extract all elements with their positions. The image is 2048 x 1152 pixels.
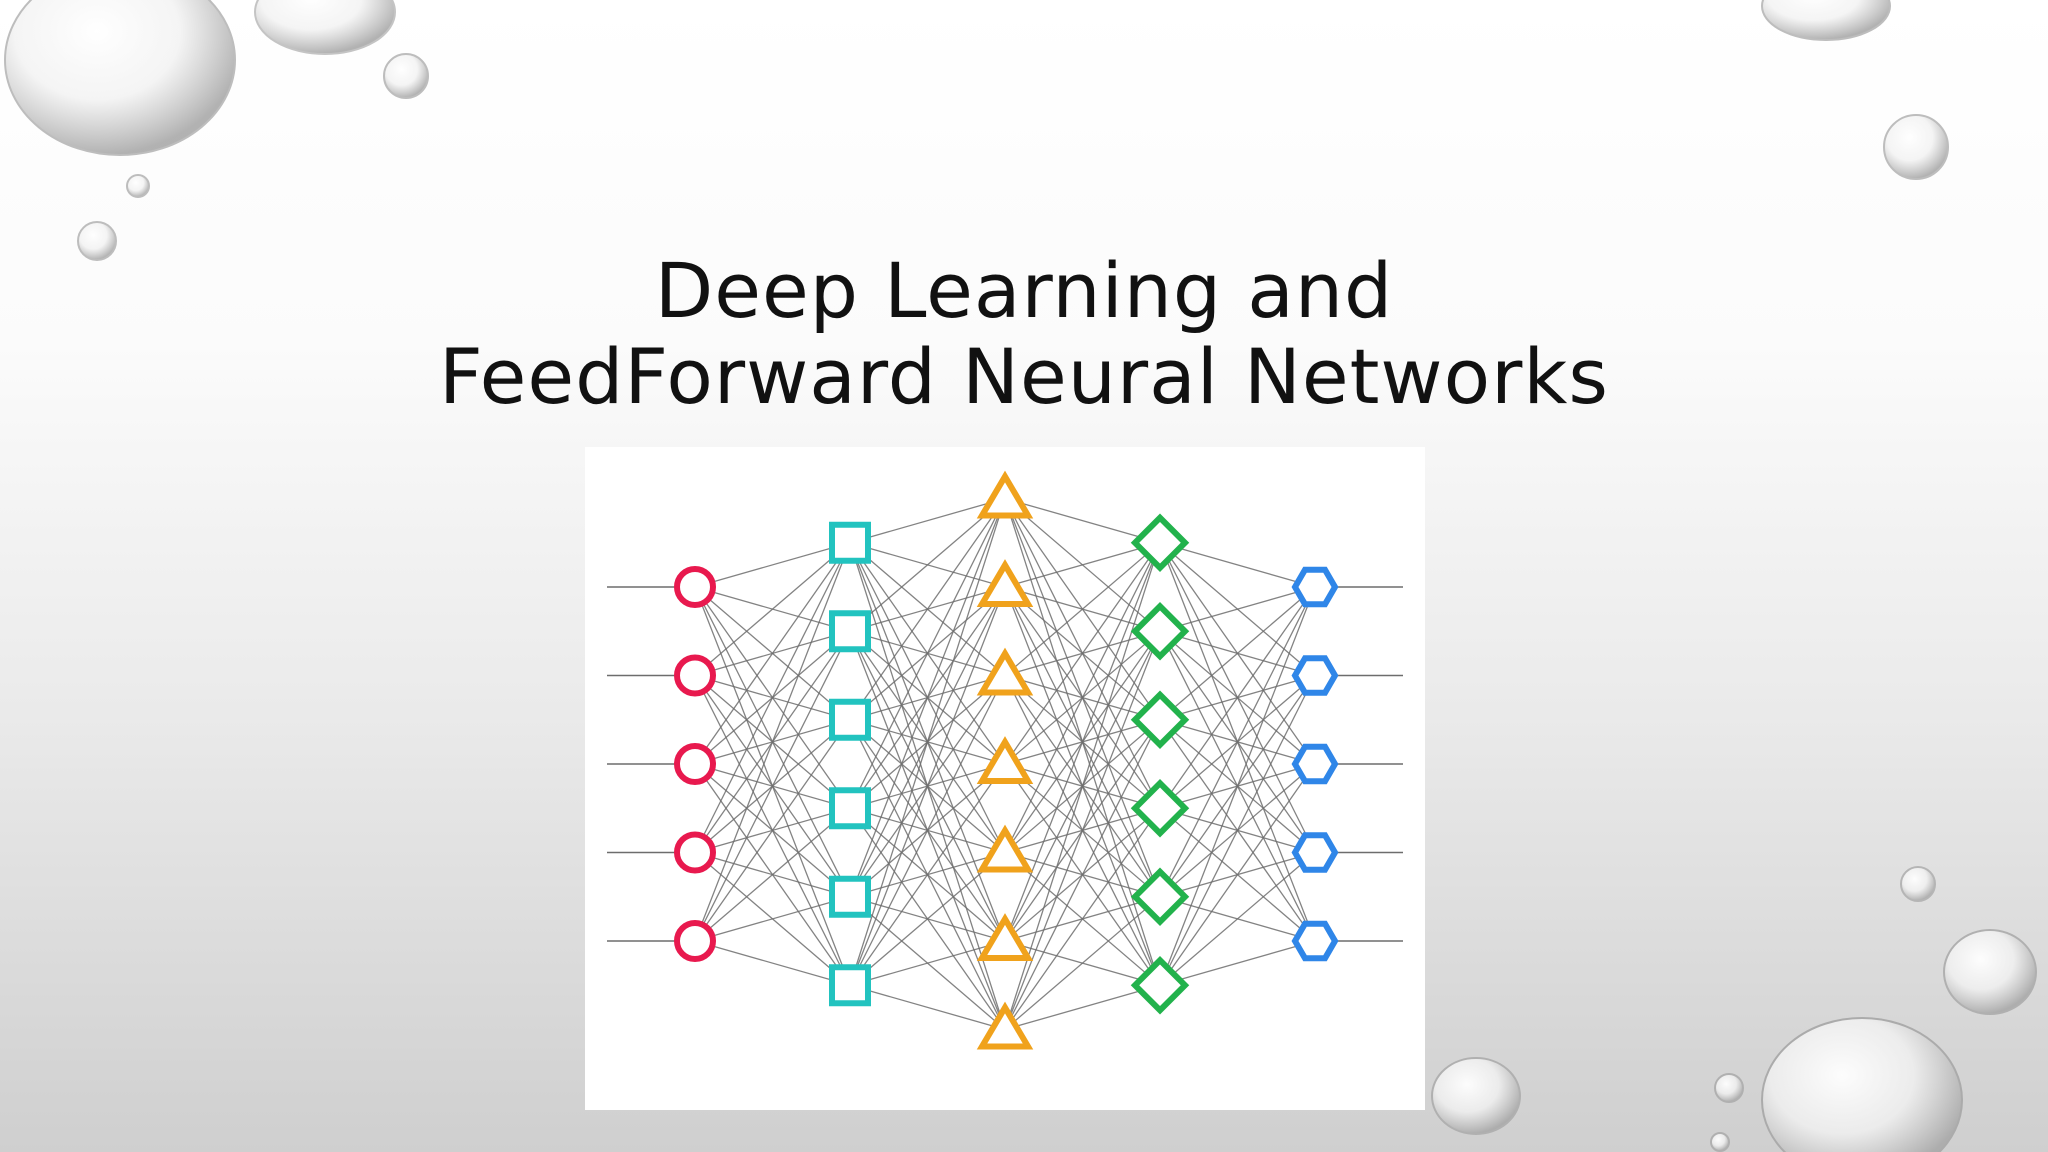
output-node-hexagon [1291,655,1339,696]
droplet [1431,1057,1521,1135]
connection-line [694,542,851,588]
connection-line [1004,807,1161,1030]
droplet [1883,114,1949,180]
connection-line [1004,542,1161,676]
hidden-3-node-diamond [1130,690,1190,749]
input-node-circle [674,654,716,697]
connection-line [694,807,851,942]
connection-line [849,498,1006,721]
hidden-2-node-triangle [976,913,1034,961]
connection-line [1159,852,1316,986]
neural-network-svg [607,470,1403,1050]
connection-line [694,542,851,765]
input-node-circle [674,920,716,962]
droplet [4,0,236,156]
droplet [1943,929,2037,1015]
connection-line [849,498,1006,632]
input-node-circle [674,831,716,874]
hidden-1-node-square [829,964,871,1007]
nodes-layer [674,470,1339,1050]
hidden-1-node-square [829,610,871,653]
connection-line [1004,542,1161,942]
connection-line [849,852,1006,986]
droplet [1761,1017,1963,1152]
connection-line [849,763,1006,986]
connection-line [1159,586,1316,809]
hidden-2-node-triangle [976,736,1034,784]
connection-line [1004,542,1161,853]
input-node-circle [674,566,716,608]
connection-line [849,940,1006,986]
output-node-hexagon [1291,920,1339,962]
hidden-2-node-triangle [976,470,1034,519]
connection-line [694,719,851,942]
connection-line [694,896,851,942]
hidden-3-node-diamond [1130,867,1190,926]
hidden-3-node-diamond [1130,602,1190,661]
connection-line [849,586,1006,986]
slide-title: Deep Learning and FeedForward Neural Net… [0,248,2048,420]
connection-line [1159,940,1316,986]
droplet [254,0,396,55]
hidden-3-node-diamond [1130,513,1190,572]
droplet [1761,0,1891,41]
connection-line [849,984,1006,1031]
hidden-1-node-square [829,787,871,830]
connection-line [1159,586,1316,632]
connection-line [694,630,851,942]
connection-line [1159,675,1316,986]
hidden-2-node-triangle [976,1001,1034,1050]
neural-network-diagram [585,447,1425,1110]
connection-line [694,542,851,853]
connection-line [849,675,1006,986]
input-node-circle [674,743,716,785]
connection-line [1004,896,1161,1030]
connection-line [849,497,1006,544]
slide-title-line-1: Deep Learning and [654,246,1394,335]
output-node-hexagon [1291,743,1339,785]
connection-line [1004,984,1161,1031]
hidden-1-node-square [829,875,871,918]
connection-line [694,542,851,942]
connection-line [1004,542,1161,765]
hidden-3-node-diamond [1130,956,1190,1015]
connection-line [1004,497,1161,544]
output-node-hexagon [1291,832,1339,873]
slide-title-line-2: FeedForward Neural Networks [439,332,1609,421]
connection-line [1159,586,1316,986]
connection-line [694,940,851,986]
hidden-2-node-triangle [976,559,1034,607]
connection-line [1004,631,1161,1030]
connection-line [1159,586,1316,721]
hidden-1-node-square [829,521,871,564]
connection-line [849,498,1006,986]
connection-line [849,498,1006,897]
connection-line [849,498,1006,809]
connection-line [694,542,851,676]
hidden-2-node-triangle [976,824,1034,873]
connection-line [1159,586,1316,898]
output-node-hexagon [1291,566,1339,608]
droplet-group-top-left [4,0,429,261]
droplet [1900,866,1936,902]
droplet [1710,1132,1730,1152]
connection-line [1159,542,1316,588]
hidden-1-node-square [829,698,871,741]
droplet [1714,1073,1744,1103]
droplet-group-top-right [1761,0,1949,180]
droplet-group-bottom-right [1431,866,2037,1152]
hidden-2-node-triangle [976,647,1034,696]
connections-layer [694,497,1316,1031]
connection-line [1004,542,1161,588]
hidden-3-node-diamond [1130,779,1190,838]
droplet [383,53,429,99]
connection-line [1004,719,1161,1030]
connection-line [1004,542,1161,1030]
connection-line [1159,763,1316,986]
droplet [126,174,150,198]
